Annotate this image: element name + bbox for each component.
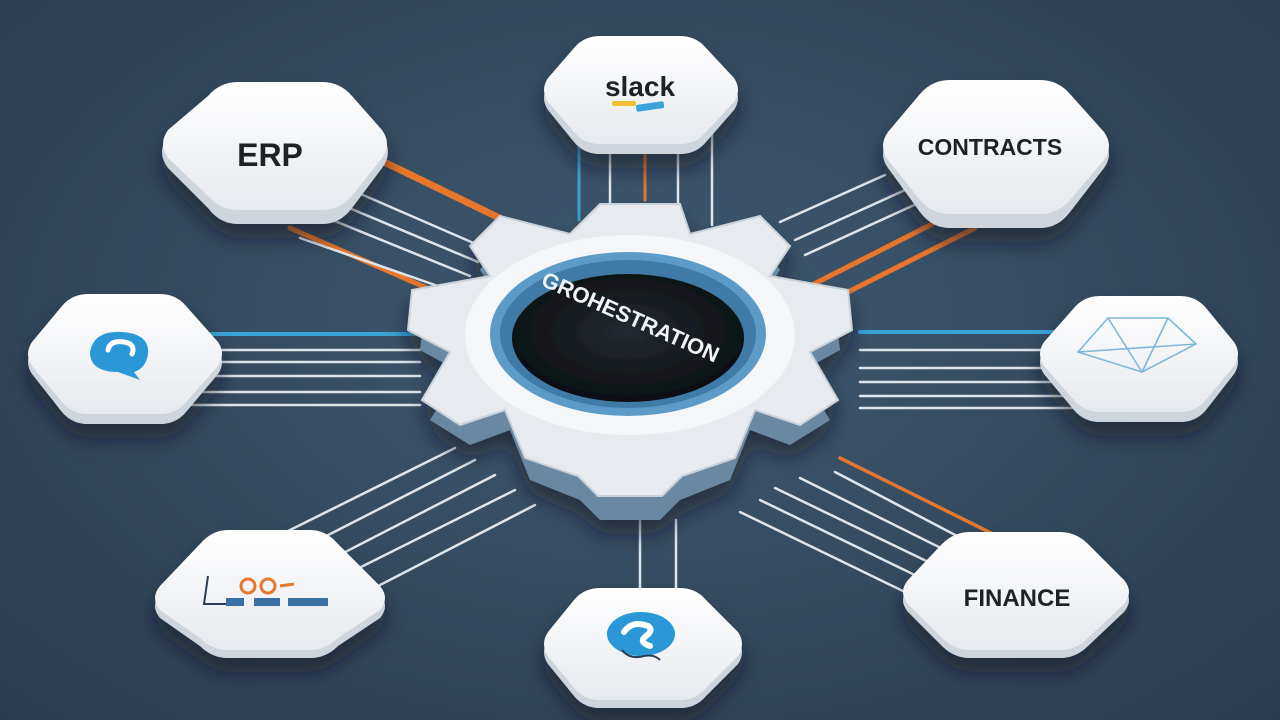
node-erp[interactable]: ERP [162,82,388,224]
node-bottom-app[interactable] [544,588,742,708]
node-right-app[interactable] [1040,296,1238,422]
node-slack[interactable]: slack [544,36,738,154]
hub-core [512,274,744,402]
connector-bottom-left-app [268,446,537,587]
document-frame-icon [1076,317,1198,373]
connector-right-app [858,330,1097,410]
node-finance-label: FINANCE [964,585,1071,612]
connector-left-app [168,332,422,407]
node-bottom-left-app[interactable] [155,530,385,658]
connector-finance [738,456,997,594]
node-finance[interactable]: FINANCE [903,532,1129,658]
chat-bubble-icon [90,331,149,380]
node-left-app[interactable] [28,294,222,424]
node-contracts-label: CONTRACTS [918,134,1062,160]
node-contracts[interactable]: CONTRACTS [883,80,1109,228]
connector-contracts [778,173,978,299]
orchestration-hub: GROHESTRATION [406,203,854,520]
slack-logo-label: slack [605,71,675,102]
slack-logo-icon [612,101,665,112]
connector-erp [287,156,524,299]
swirl-logo-icon [607,612,675,661]
scribbled-logo-icon [202,575,328,606]
connector-lines [168,128,1097,617]
node-erp-label: ERP [237,137,303,173]
